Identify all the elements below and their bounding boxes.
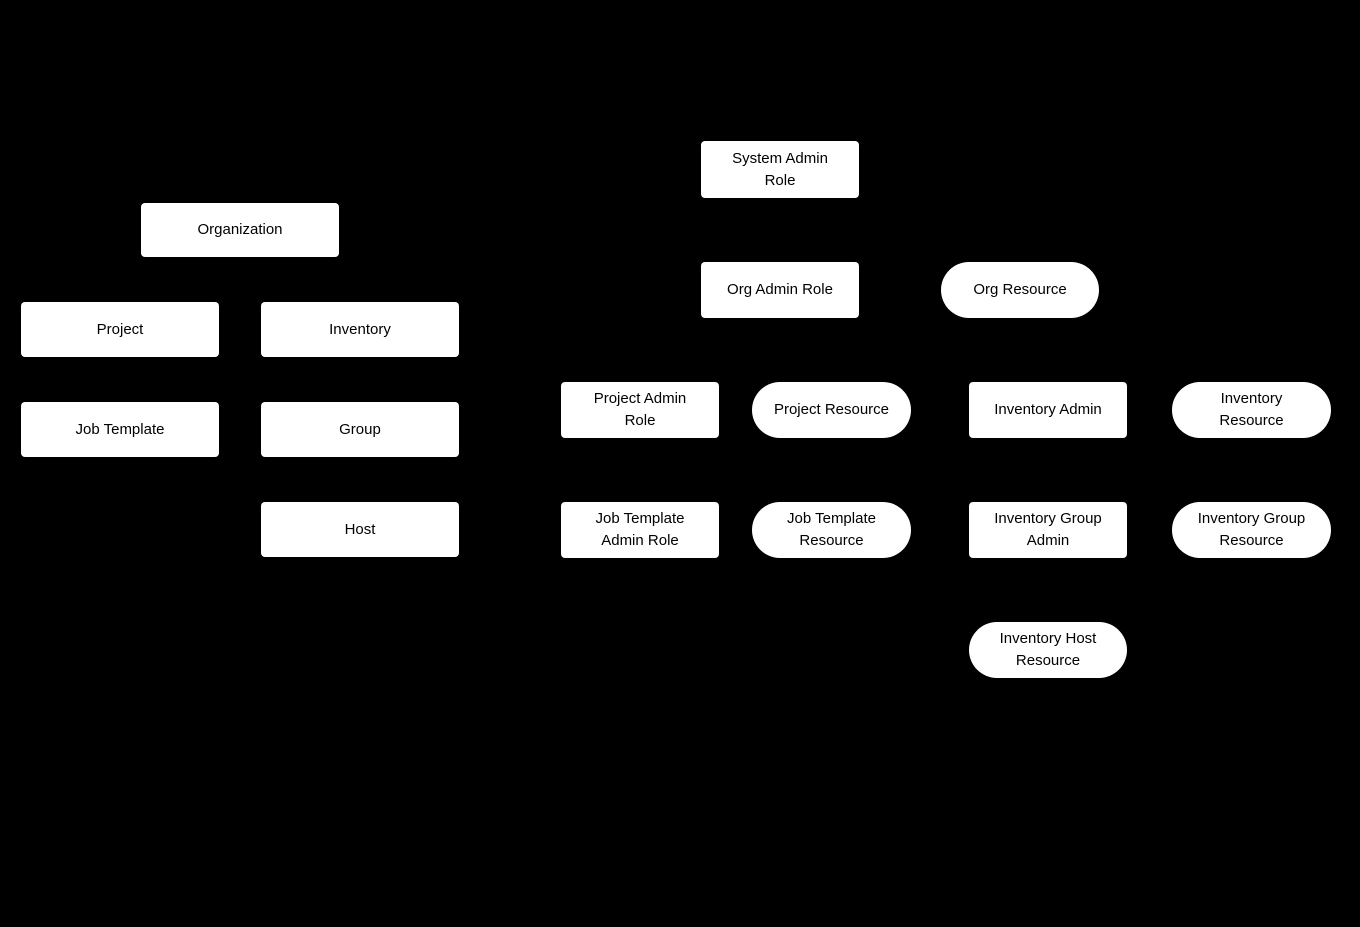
node-label: Project [96,320,144,338]
node-inventory-group-resource: Inventory Group Resource [1172,502,1331,558]
node-label: Inventory Group Admin [994,510,1102,549]
node-label: Job Template [75,420,165,438]
node-label: Inventory Host Resource [999,630,1097,669]
node-project-admin-role: Project Admin Role [561,382,719,438]
node-organization: Organization [141,203,339,257]
node-project-resource: Project Resource [752,382,911,438]
node-inventory-host-resource: Inventory Host Resource [969,622,1127,678]
node-label: Inventory [329,320,391,338]
node-label: Host [344,520,376,538]
node-system-admin-role: System Admin Role [701,141,859,198]
node-label: Organization [197,221,283,238]
node-label: Job Template Resource [787,510,876,549]
node-label: Project Admin Role [593,390,687,429]
node-job-template-resource: Job Template Resource [752,502,911,558]
node-inventory-admin: Inventory Admin [969,382,1127,438]
node-project: Project [21,302,219,357]
node-host: Host [261,502,459,557]
node-org-admin-role: Org Admin Role [701,262,859,318]
node-label: Org Admin Role [727,281,833,298]
node-inventory: Inventory [261,302,459,357]
node-org-resource: Org Resource [941,262,1099,318]
node-label: Project Resource [773,401,890,418]
node-label: Job Template Admin Role [595,510,685,549]
node-label: Inventory Group Resource [1197,510,1306,549]
node-inventory-group-admin: Inventory Group Admin [969,502,1127,558]
node-label: System Admin Role [732,149,828,189]
node-label: Org Resource [973,281,1067,298]
node-label: Group [339,420,381,438]
node-inventory-resource: Inventory Resource [1172,382,1331,438]
node-label: Inventory Resource [1219,390,1284,429]
node-group: Group [261,402,459,457]
node-job-template: Job Template [21,402,219,457]
node-job-template-admin-role: Job Template Admin Role [561,502,719,558]
node-label: Inventory Admin [994,401,1102,418]
